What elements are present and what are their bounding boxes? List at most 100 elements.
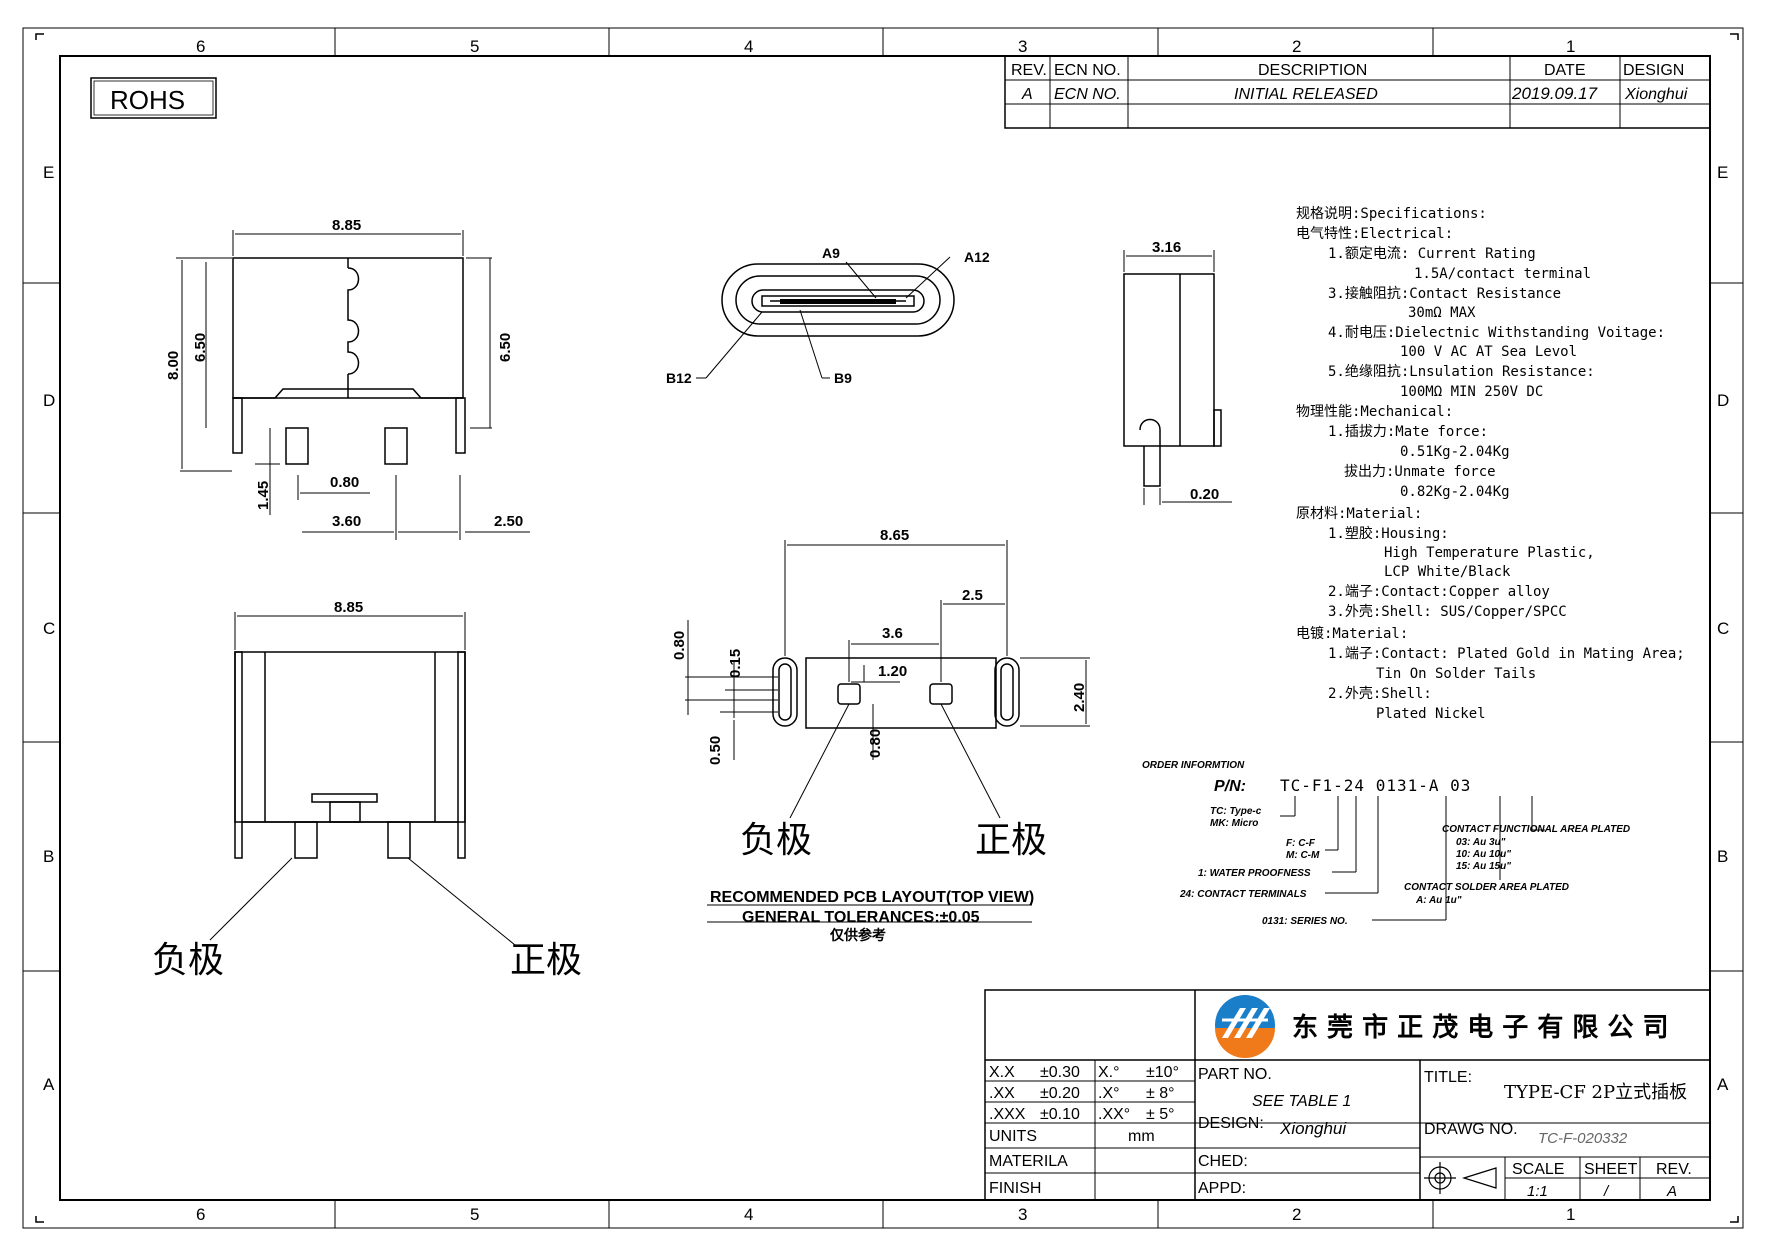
dim-height-inner: 6.50 bbox=[192, 333, 209, 362]
spec-line: Tin On Solder Tails bbox=[1376, 666, 1536, 682]
solder-option: A: Au 1u" bbox=[1415, 895, 1462, 906]
spec-line: 4.耐电压:Dielectnic Withstanding Voitage: bbox=[1328, 325, 1665, 341]
row-label: E bbox=[1717, 163, 1728, 182]
col-label: 4 bbox=[744, 37, 753, 56]
title-label: TITLE: bbox=[1424, 1069, 1472, 1086]
spec-line: High Temperature Plastic, bbox=[1384, 545, 1595, 561]
units-value: mm bbox=[1128, 1128, 1155, 1145]
dim-pad-height-small: 0.80 bbox=[867, 729, 884, 758]
spec-line: 2.外壳:Shell: bbox=[1328, 685, 1432, 702]
row-label: B bbox=[43, 847, 54, 866]
spec-line: 物理性能:Mechanical: bbox=[1296, 404, 1453, 420]
row-label: E bbox=[43, 163, 54, 182]
dim-slot-bottom: 0.50 bbox=[707, 736, 724, 765]
materila-label: MATERILA bbox=[989, 1153, 1068, 1170]
general-tolerance: GENERAL TOLERANCES:±0.05 bbox=[742, 909, 980, 926]
dim-width: 3.16 bbox=[1152, 239, 1181, 256]
tol-format: .XXX bbox=[989, 1106, 1026, 1123]
col-label: 4 bbox=[744, 1205, 753, 1224]
spec-line: 5.绝缘阻抗:Lnsulation Resistance: bbox=[1328, 364, 1595, 380]
drawing-no-value: TC-F-020332 bbox=[1538, 1130, 1628, 1147]
water-proofness: 1: WATER PROOFNESS bbox=[1198, 868, 1311, 879]
rev-value: A bbox=[1666, 1183, 1677, 1200]
col-label: 5 bbox=[470, 37, 479, 56]
description-header: DESCRIPTION bbox=[1258, 62, 1367, 79]
company-logo bbox=[1215, 995, 1275, 1058]
tol-angle-value: ± 8° bbox=[1146, 1085, 1175, 1102]
functional-area-title: CONTACT FUNCTIONAL AREA PLATED bbox=[1442, 824, 1630, 835]
pin-a9-label: A9 bbox=[822, 245, 840, 261]
spec-line: 0.82Kg-2.04Kg bbox=[1400, 484, 1510, 500]
drawing-title: TYPE-CF 2P立式插板 bbox=[1504, 1082, 1687, 1103]
dim-pitch: 3.60 bbox=[332, 513, 361, 530]
tol-angle-format: .XX° bbox=[1098, 1106, 1130, 1123]
tol-angle-format: X.° bbox=[1098, 1064, 1120, 1081]
rev-label: REV. bbox=[1656, 1161, 1692, 1178]
col-label: 2 bbox=[1292, 37, 1301, 56]
dim-edge: 2.5 bbox=[962, 587, 983, 604]
spec-line: 0.51Kg-2.04Kg bbox=[1400, 444, 1510, 460]
spec-line: 1.5A/contact terminal bbox=[1414, 266, 1591, 282]
pin-b12-label: B12 bbox=[666, 370, 692, 386]
col-label: 1 bbox=[1566, 1205, 1575, 1224]
tol-value: ±0.10 bbox=[1040, 1106, 1080, 1123]
dim-height-outer: 8.00 bbox=[165, 351, 182, 380]
part-no-value: SEE TABLE 1 bbox=[1252, 1093, 1351, 1110]
date-value: 2019.09.17 bbox=[1511, 84, 1598, 103]
sheet-value: / bbox=[1603, 1183, 1610, 1200]
scale-label: SCALE bbox=[1512, 1161, 1564, 1178]
row-label: B bbox=[1717, 847, 1728, 866]
dim-slot-offset: 0.15 bbox=[727, 649, 744, 678]
design-label: DESIGN: bbox=[1198, 1115, 1264, 1132]
spec-line: Plated Nickel bbox=[1376, 706, 1486, 722]
pin-a12-label: A12 bbox=[964, 249, 990, 265]
spec-line: 电气特性:Electrical: bbox=[1296, 226, 1453, 242]
revision-table: REV. ECN NO. DESCRIPTION DATE DESIGN A E… bbox=[1004, 55, 1711, 129]
pn-value: TC-F1-24 0131-A 03 bbox=[1280, 776, 1471, 795]
design-header: DESIGN bbox=[1623, 62, 1684, 79]
spec-line: 电镀:Material: bbox=[1296, 625, 1408, 642]
top-view: 8.85 8.00 6.50 6.50 1.45 0.80 3.60 2.50 bbox=[165, 217, 530, 540]
pin-b9-label: B9 bbox=[834, 370, 852, 386]
func-option: 15: Au 15u" bbox=[1456, 861, 1511, 872]
inner-frame bbox=[59, 55, 1711, 1201]
dim-slot-width: 0.80 bbox=[671, 631, 688, 660]
dim-overall: 8.65 bbox=[880, 527, 909, 544]
plus-label: 正极 bbox=[975, 820, 1047, 861]
dim-pad: 1.20 bbox=[878, 663, 907, 680]
spec-line: 规格说明:Specifications: bbox=[1296, 206, 1487, 222]
tol-angle-format: .X° bbox=[1098, 1085, 1120, 1102]
pcb-layout-title: RECOMMENDED PCB LAYOUT(TOP VIEW) bbox=[710, 889, 1034, 906]
projection-symbol-icon bbox=[1424, 1162, 1497, 1194]
mk-type: MK: Micro bbox=[1210, 818, 1258, 829]
dim-offset: 2.50 bbox=[494, 513, 523, 530]
pn-label: P/N: bbox=[1214, 778, 1246, 795]
col-label: 5 bbox=[470, 1205, 479, 1224]
col-label: 3 bbox=[1018, 1205, 1027, 1224]
series-no: 0131: SERIES NO. bbox=[1262, 916, 1348, 927]
bottom-view: 8.85 负极 正极 bbox=[152, 599, 582, 981]
col-label: 1 bbox=[1566, 37, 1575, 56]
dim-thickness: 0.20 bbox=[1190, 486, 1219, 503]
date-header: DATE bbox=[1544, 62, 1585, 79]
row-label: D bbox=[1717, 391, 1729, 410]
spec-line: 100 V AC AT Sea Levol bbox=[1400, 344, 1577, 360]
row-label: C bbox=[43, 619, 55, 638]
minus-label: 负极 bbox=[152, 940, 224, 981]
title-block: 东 莞 市 正 茂 电 子 有 限 公 司 X.X ±0.30 X.° ±10°… bbox=[984, 989, 1711, 1201]
dim-pad-height: 2.40 bbox=[1071, 683, 1088, 712]
m-type: M: C-M bbox=[1286, 850, 1320, 861]
spec-line: LCP White/Black bbox=[1384, 564, 1511, 580]
minus-label: 负极 bbox=[740, 820, 812, 861]
specifications: 规格说明:Specifications: 电气特性:Electrical: 1.… bbox=[1296, 206, 1685, 722]
tol-angle-value: ±10° bbox=[1146, 1064, 1179, 1081]
zone-dividers bbox=[23, 28, 1743, 1228]
tc-type: TC: Type-c bbox=[1210, 806, 1262, 817]
spec-line: 30mΩ MAX bbox=[1408, 305, 1476, 321]
ecn-value: ECN NO. bbox=[1054, 86, 1121, 103]
spec-line: 拔出力:Unmate force bbox=[1344, 464, 1496, 480]
description-value: INITIAL RELEASED bbox=[1234, 86, 1378, 103]
func-option: 10: Au 10u" bbox=[1456, 849, 1511, 860]
designer-value: Xionghui bbox=[1624, 86, 1688, 103]
